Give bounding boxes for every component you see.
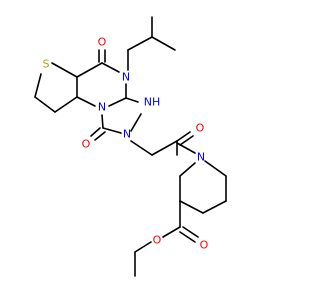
bond	[94, 131, 106, 141]
bond	[130, 113, 142, 132]
bond	[202, 200, 227, 214]
oxygen-atom-label: O	[153, 234, 162, 247]
bond	[102, 127, 122, 134]
bond	[182, 226, 199, 238]
bond	[204, 160, 227, 177]
nitrogen-atom-label: N	[197, 151, 205, 164]
chemical-structure-diagram: S O N NH N N O O N O O	[34, 16, 227, 277]
oxygen-atom-label: O	[82, 138, 91, 151]
bond	[76, 96, 96, 107]
nitrogen-atom-label: N	[122, 71, 130, 84]
bond	[162, 226, 181, 238]
bonds	[34, 16, 227, 277]
bond	[151, 36, 176, 51]
bond	[101, 114, 104, 129]
nitrogen-atom-label: N	[123, 128, 131, 141]
oxygen-atom-label: O	[98, 36, 107, 49]
bond	[125, 97, 139, 103]
bond	[130, 140, 153, 156]
bond	[179, 135, 194, 146]
bond	[90, 127, 101, 137]
bond	[51, 62, 78, 78]
nitrogen-atom-label: N	[98, 101, 106, 114]
bond	[134, 241, 152, 253]
bond	[179, 231, 196, 243]
bond	[34, 96, 56, 113]
nitrogen-h-atom-label: NH	[144, 96, 161, 109]
structure-canvas: S O N NH N N O O N O O	[34, 16, 227, 277]
bond	[76, 62, 103, 78]
bond	[108, 97, 127, 107]
bond	[179, 162, 196, 177]
bond	[179, 200, 204, 214]
bond	[127, 36, 153, 51]
bond	[176, 131, 191, 142]
sulfur-atom-label: S	[43, 58, 50, 71]
oxygen-atom-label: O	[196, 122, 205, 135]
bond	[176, 142, 196, 154]
atom-labels: S O N NH N N O O N O O	[43, 36, 209, 252]
bond	[34, 73, 42, 98]
bond	[54, 96, 78, 113]
oxygen-atom-label: O	[200, 239, 209, 252]
bond	[151, 140, 178, 156]
bond	[101, 62, 120, 73]
